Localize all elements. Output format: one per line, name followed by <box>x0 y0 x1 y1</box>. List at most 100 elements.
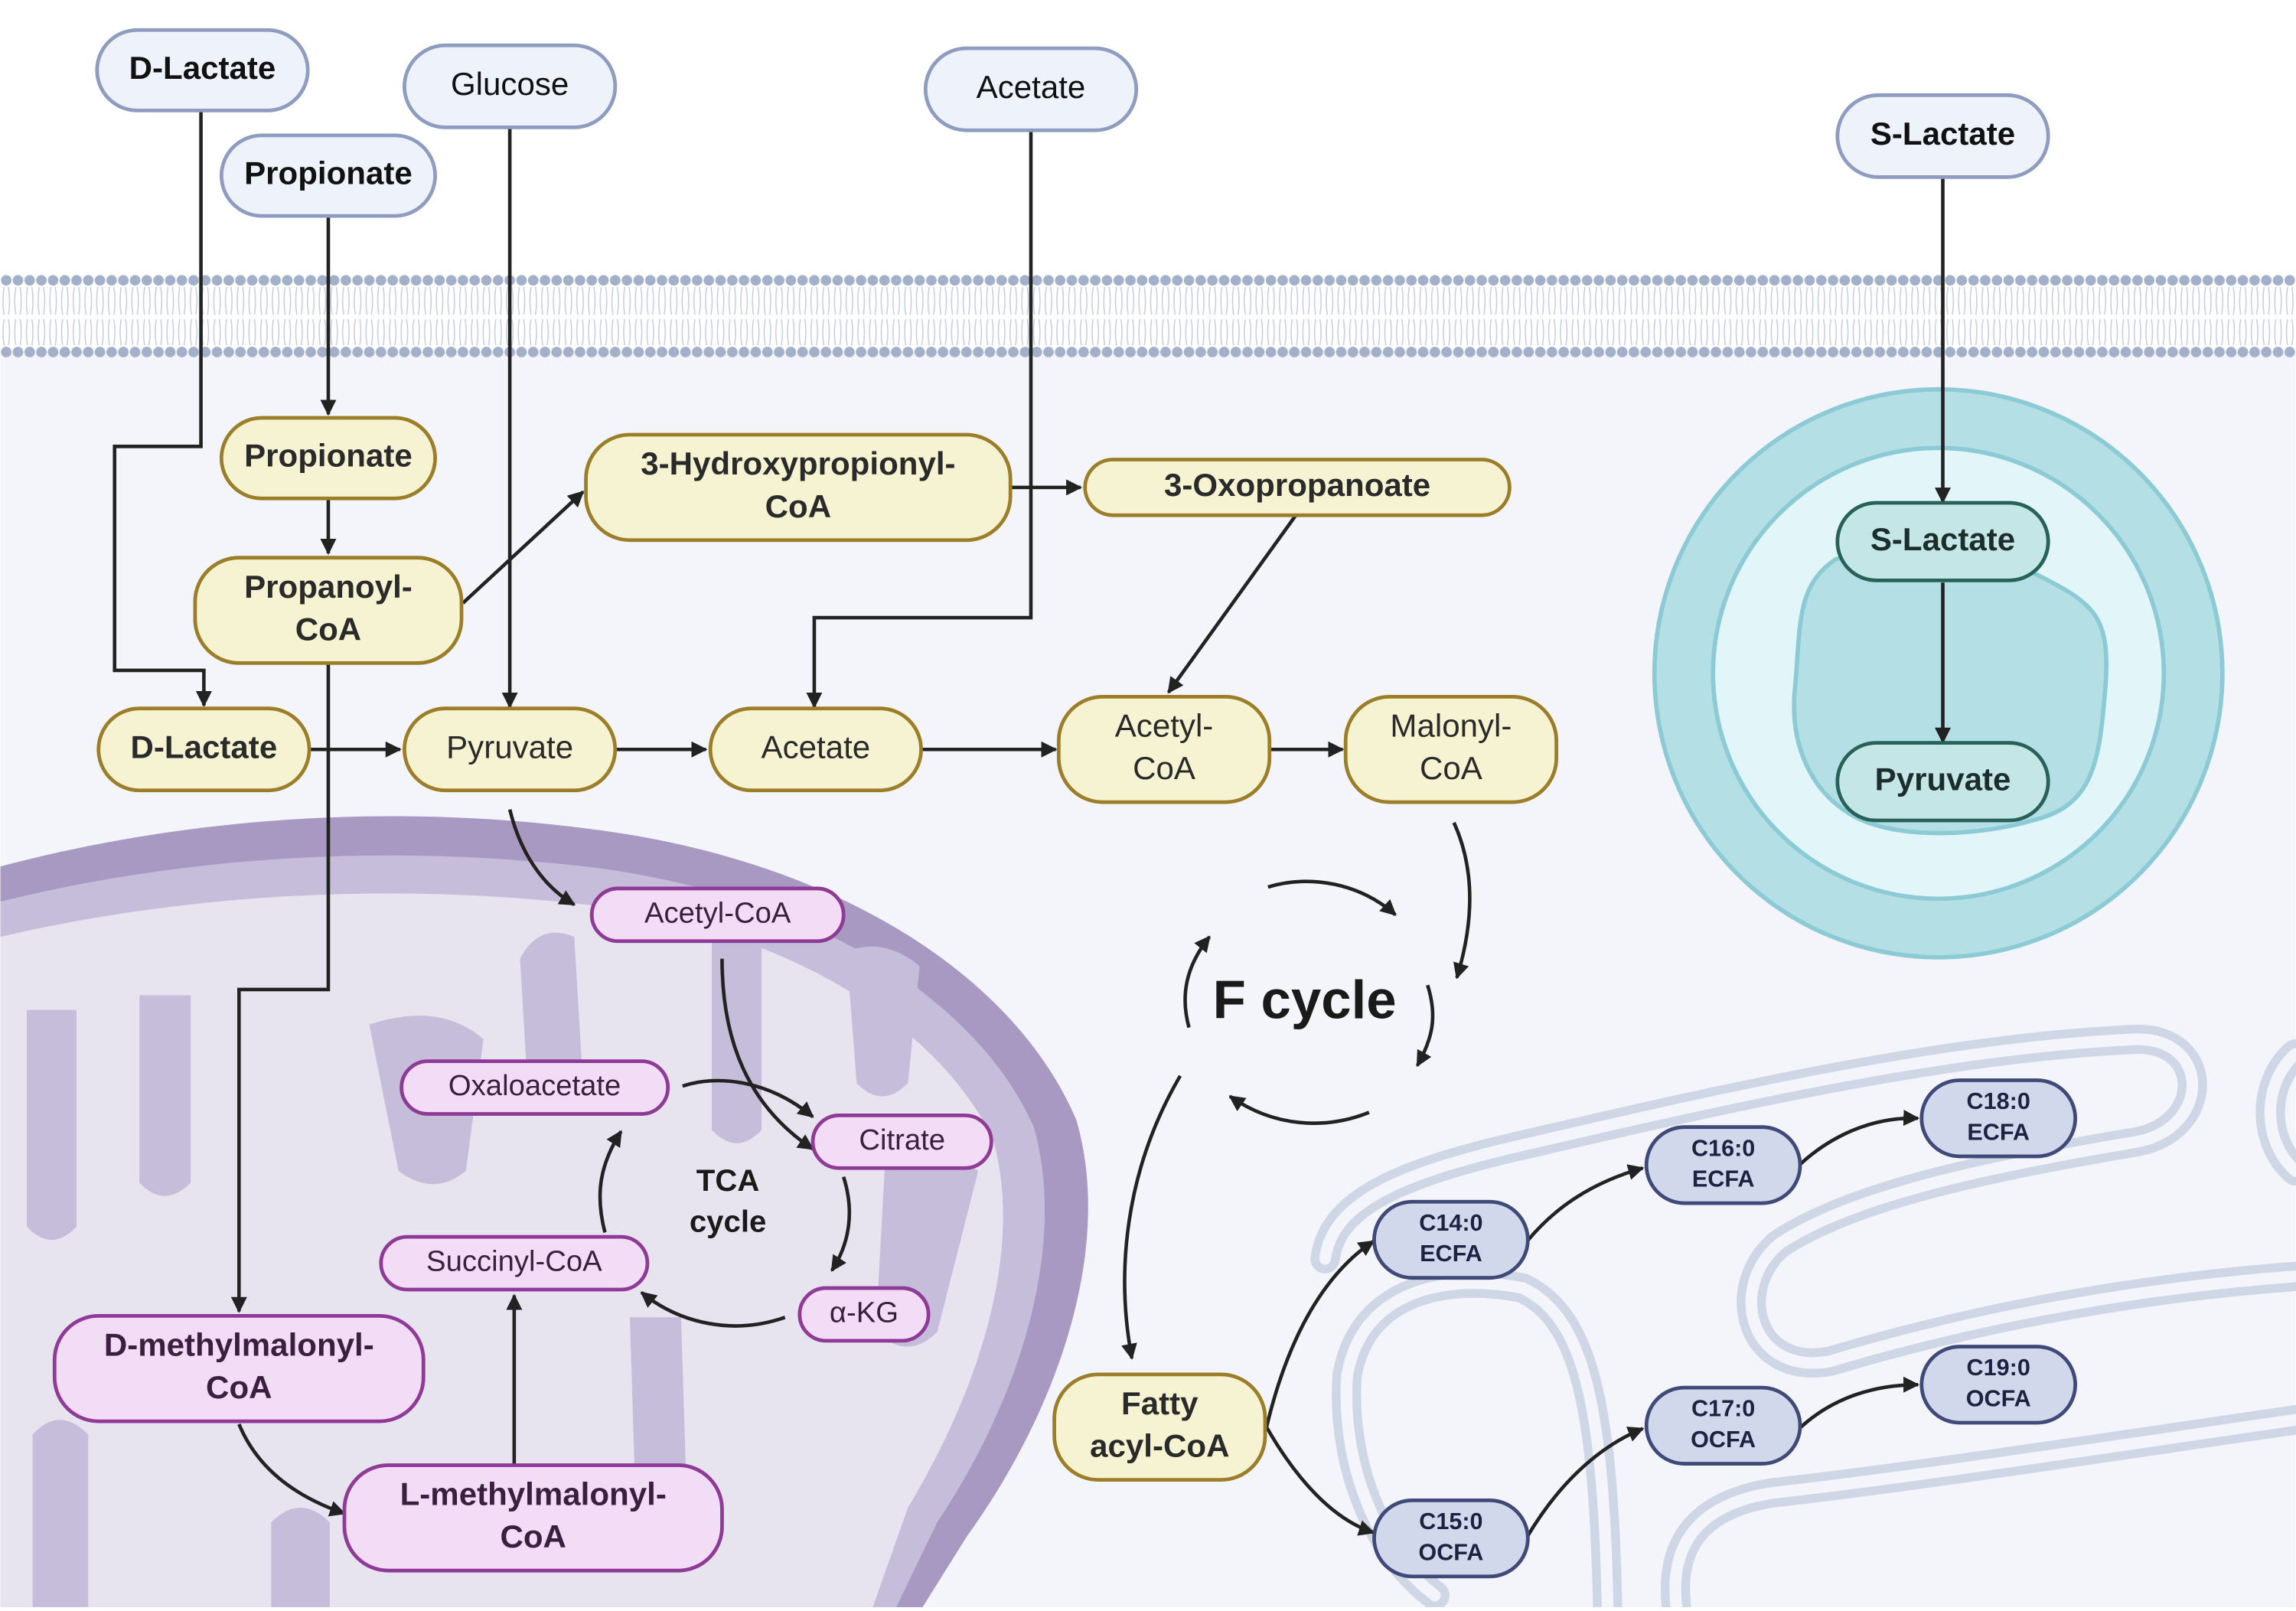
arrow-dmethylmalonylcoa-lmethylmalonylcoa <box>237 1423 346 1517</box>
c15-ocfa-node-shape <box>1372 1498 1530 1579</box>
ext-glucose-node-label: Glucose <box>451 66 569 102</box>
arrow-propanoylcoa-dmethylmalonylcoa <box>230 664 331 1313</box>
ext-propionate-node: Propionate <box>219 133 437 218</box>
l-methylmalonyl-coa-node-shape <box>342 1463 724 1573</box>
ext-d-lactate-node-label: D-Lactate <box>129 50 276 86</box>
vesicle-pyruvate-node-label: Pyruvate <box>1875 761 2011 797</box>
vesicle-pyruvate-node-shape <box>1835 741 2050 823</box>
arrow-oxaloacetate-citrate <box>682 1078 814 1119</box>
c17-ocfa-node-label-line1: C17:0 <box>1691 1396 1755 1422</box>
arrow-c16-c18 <box>1799 1110 1920 1166</box>
mito-acetyl-coa-node-label: Acetyl-CoA <box>644 896 791 929</box>
arrow-oxopropanoate-acetylcoa <box>1166 514 1298 694</box>
d-methylmalonyl-coa-node-label-line2: CoA <box>206 1369 272 1405</box>
l-methylmalonyl-coa-node-label-line2: CoA <box>500 1518 566 1554</box>
fatty-acyl-coa-node-shape <box>1052 1372 1267 1482</box>
citrate-node-shape <box>810 1113 993 1170</box>
d-methylmalonyl-coa-node: D-methylmalonyl-CoA <box>52 1314 426 1423</box>
c17-ocfa-node-shape <box>1644 1385 1802 1466</box>
propanoyl-coa-node-label-line2: CoA <box>295 611 361 647</box>
c19-ocfa-node-shape <box>1919 1345 2078 1425</box>
vesicle-s-lactate-node-label: S-Lactate <box>1870 521 2015 557</box>
fatty-acyl-coa-node-label-line2: acyl-CoA <box>1090 1428 1229 1464</box>
propanoyl-coa-node: Propanoyl- CoA <box>193 556 464 665</box>
propionate-node: Propionate <box>219 416 437 501</box>
fcycle-arc-right <box>1415 984 1435 1068</box>
fcycle-arc-left <box>1183 935 1212 1029</box>
d-methylmalonyl-coa-node-shape <box>52 1314 426 1423</box>
arrow-pyruvate-mito-acetylcoa <box>507 809 576 906</box>
c16-ecfa-node-shape <box>1644 1125 1802 1205</box>
vesicle-s-lactate-node: S-Lactate <box>1835 501 2050 582</box>
propionate-node-shape <box>219 416 437 501</box>
fatty-acyl-coa-node-label-line1: Fatty <box>1121 1385 1199 1421</box>
malonyl-coa-node-shape <box>1343 694 1558 804</box>
c15-ocfa-node-label-line2: OCFA <box>1418 1539 1483 1565</box>
endoplasmic-reticulum <box>1310 1024 2296 1611</box>
ext-s-lactate-node: S-Lactate <box>1835 93 2050 179</box>
c14-ecfa-node-label-line1: C14:0 <box>1419 1210 1482 1236</box>
propanoyl-coa-node-shape <box>193 556 464 665</box>
fcycle-arc-top <box>1267 879 1397 917</box>
arrow-akg-succinylcoa <box>640 1291 786 1328</box>
c18-ecfa-node-shape <box>1919 1078 2078 1159</box>
arrow-c15-c17 <box>1525 1427 1645 1538</box>
l-methylmalonyl-coa-node: L-methylmalonyl- CoA <box>342 1463 724 1573</box>
pyruvate-node: Pyruvate <box>403 706 618 793</box>
succinyl-coa-node-shape <box>379 1234 650 1292</box>
arrow-c17-c19 <box>1799 1376 1920 1429</box>
ext-acetate-node-shape <box>923 46 1139 132</box>
fcycle-arc-bottom <box>1228 1094 1370 1125</box>
acetyl-coa-node-label-line2: CoA <box>1133 750 1195 786</box>
pyruvate-node-shape <box>403 706 618 793</box>
c17-ocfa-node-label-line2: OCFA <box>1691 1427 1756 1453</box>
c16-ecfa-node-label-line2: ECFA <box>1692 1166 1755 1192</box>
f-cycle-label: F cycle <box>1213 970 1397 1030</box>
arrow-fattyacylcoa-c15 <box>1264 1426 1375 1536</box>
acetate-node-shape <box>708 706 923 793</box>
arrow-succinylcoa-oxaloacetate <box>598 1130 623 1233</box>
oxaloacetate-node: Oxaloacetate <box>400 1059 670 1116</box>
acetyl-coa-node-shape <box>1056 694 1272 804</box>
succinyl-coa-node-label: Succinyl-CoA <box>426 1245 602 1278</box>
arrow-malonylcoa-fcycle <box>1452 821 1472 980</box>
arrow-fattyacylcoa-c14 <box>1264 1239 1375 1428</box>
acetyl-coa-node-label-line1: Acetyl- <box>1115 708 1214 744</box>
ext-d-lactate-node-shape <box>95 28 310 113</box>
c14-ecfa-node-label-line2: ECFA <box>1420 1241 1482 1267</box>
ext-acetate-node: Acetate <box>923 46 1139 132</box>
hydroxypropionyl-coa-node-label-line1: 3-Hydroxypropionyl- <box>641 445 955 481</box>
ext-propionate-node-shape <box>219 133 437 218</box>
acetate-node: Acetate <box>708 706 923 793</box>
propanoyl-coa-node-label-line1: Propanoyl- <box>244 569 413 605</box>
ext-s-lactate-node-shape <box>1835 93 2050 179</box>
c16-ecfa-node-label-line1: C16:0 <box>1691 1135 1755 1161</box>
tca-cycle-label-line2: cycle <box>690 1205 767 1239</box>
alpha-kg-node-shape <box>797 1286 931 1343</box>
l-methylmalonyl-coa-node-label-line1: L-methylmalonyl- <box>400 1476 667 1512</box>
alpha-kg-node-label: α-KG <box>830 1296 899 1329</box>
mito-acetyl-coa-node-shape <box>589 886 846 944</box>
arrow-acetate-entry <box>806 130 1033 709</box>
arrow-dlactate-entry <box>113 111 212 707</box>
pathway-arrows <box>113 111 1952 1538</box>
arrow-propanoylcoa-hydroxypropionylcoa <box>461 490 585 605</box>
c19-ocfa-node-label-line2: OCFA <box>1966 1386 2031 1412</box>
arrow-acetylcoa-citrate <box>720 958 814 1151</box>
c19-ocfa-node-label-line1: C19:0 <box>1967 1355 2030 1381</box>
fatty-acyl-coa-node: Fatty acyl-CoA <box>1052 1372 1267 1482</box>
mito-acetyl-coa-node: Acetyl-CoA <box>589 886 846 944</box>
acetyl-coa-node: Acetyl- CoA <box>1056 694 1272 804</box>
acetate-node-label: Acetate <box>762 729 871 765</box>
vesicle-pyruvate-node: Pyruvate <box>1835 741 2050 823</box>
oxopropanoate-node-label: 3-Oxopropanoate <box>1164 467 1430 503</box>
ext-d-lactate-node: D-Lactate <box>95 28 310 113</box>
